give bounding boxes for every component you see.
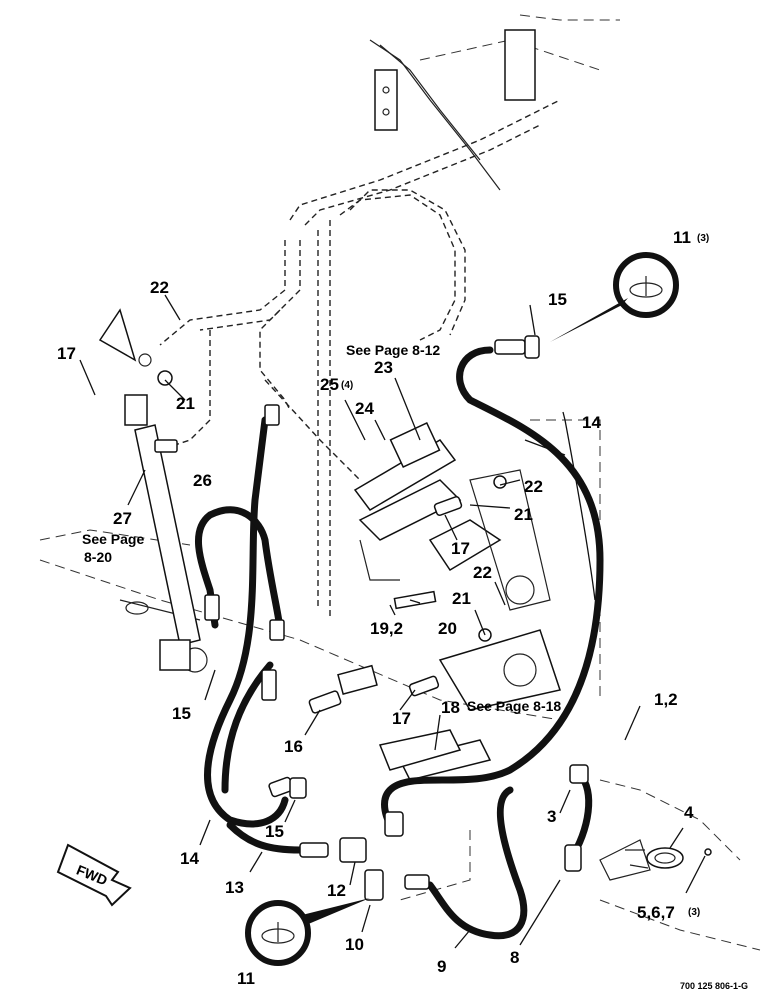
- hose-14-left: [204, 416, 289, 828]
- callout-3: 3: [547, 807, 556, 826]
- callout-15-left: 15: [172, 704, 191, 723]
- callout-10: 10: [345, 935, 364, 954]
- callout-20: 20: [438, 619, 457, 638]
- callout-17-mid: 17: [451, 539, 470, 558]
- bushing-part-4: [625, 847, 712, 869]
- callout-22-left: 22: [150, 278, 169, 297]
- callout-12: 12: [327, 881, 346, 900]
- callout-15-bottom: 15: [265, 822, 284, 841]
- callout-25-qty: (4): [341, 380, 353, 391]
- callout-22-mid: 22: [473, 563, 492, 582]
- callout-26: 26: [193, 471, 212, 490]
- callout-11-qty: (3): [697, 233, 709, 244]
- callout-18: 18: [441, 698, 460, 717]
- hose-9: [426, 786, 528, 940]
- hose-13: [226, 821, 304, 854]
- valve-assembly: [353, 421, 502, 610]
- callout-14-right: 14: [582, 413, 601, 432]
- forward-arrow-icon: FWD: [56, 843, 132, 907]
- lift-cylinder: [98, 308, 208, 673]
- callout-15-top: 15: [548, 290, 567, 309]
- callout-22-right: 22: [524, 477, 543, 496]
- callout-9: 9: [437, 957, 446, 976]
- steel-tubes: [159, 99, 561, 620]
- see-page-8-18: See Page 8-18: [467, 698, 561, 714]
- callout-19-2: 19,2: [370, 619, 403, 638]
- callout-21-left: 21: [176, 394, 195, 413]
- callout-25: 25: [320, 375, 339, 394]
- hose-14-right: [381, 346, 604, 834]
- callout-17-left: 17: [57, 344, 76, 363]
- detail-circle-top: [550, 252, 679, 342]
- figure-code: 700 125 806-1-G: [680, 981, 748, 991]
- callout-5-6-7-qty: (3): [688, 907, 700, 918]
- callout-17-low: 17: [392, 709, 411, 728]
- callout-23: 23: [374, 358, 393, 377]
- callout-8: 8: [510, 948, 519, 967]
- hose-26: [194, 506, 284, 634]
- callout-16: 16: [284, 737, 303, 756]
- hose-16: [221, 661, 274, 794]
- tension-arm: [438, 469, 561, 711]
- callout-14-left: 14: [180, 849, 199, 868]
- see-page-8-20-line1: See Page: [82, 531, 144, 547]
- callout-21-right: 21: [514, 505, 533, 524]
- callout-24: 24: [355, 399, 374, 418]
- callout-13: 13: [225, 878, 244, 897]
- callout-21-mid: 21: [452, 589, 471, 608]
- callout-4: 4: [684, 803, 694, 822]
- callout-11-top: 11: [673, 228, 691, 247]
- see-page-8-12: See Page 8-12: [346, 342, 440, 358]
- callouts: 22 17 21 26 27 See Page 8-20 15 11 (3) 1…: [57, 228, 709, 988]
- callout-1-2: 1,2: [654, 690, 678, 709]
- fittings: [154, 335, 651, 901]
- callout-11-bottom: 11: [237, 969, 255, 988]
- callout-5-6-7: 5,6,7: [637, 903, 675, 922]
- lower-cylinder: [337, 664, 492, 781]
- detail-circle-bottom: [245, 898, 370, 966]
- upper-bracket: [369, 29, 536, 191]
- leader-lines: [79, 294, 706, 949]
- callout-27: 27: [113, 509, 132, 528]
- see-page-8-20-line2: 8-20: [84, 549, 112, 565]
